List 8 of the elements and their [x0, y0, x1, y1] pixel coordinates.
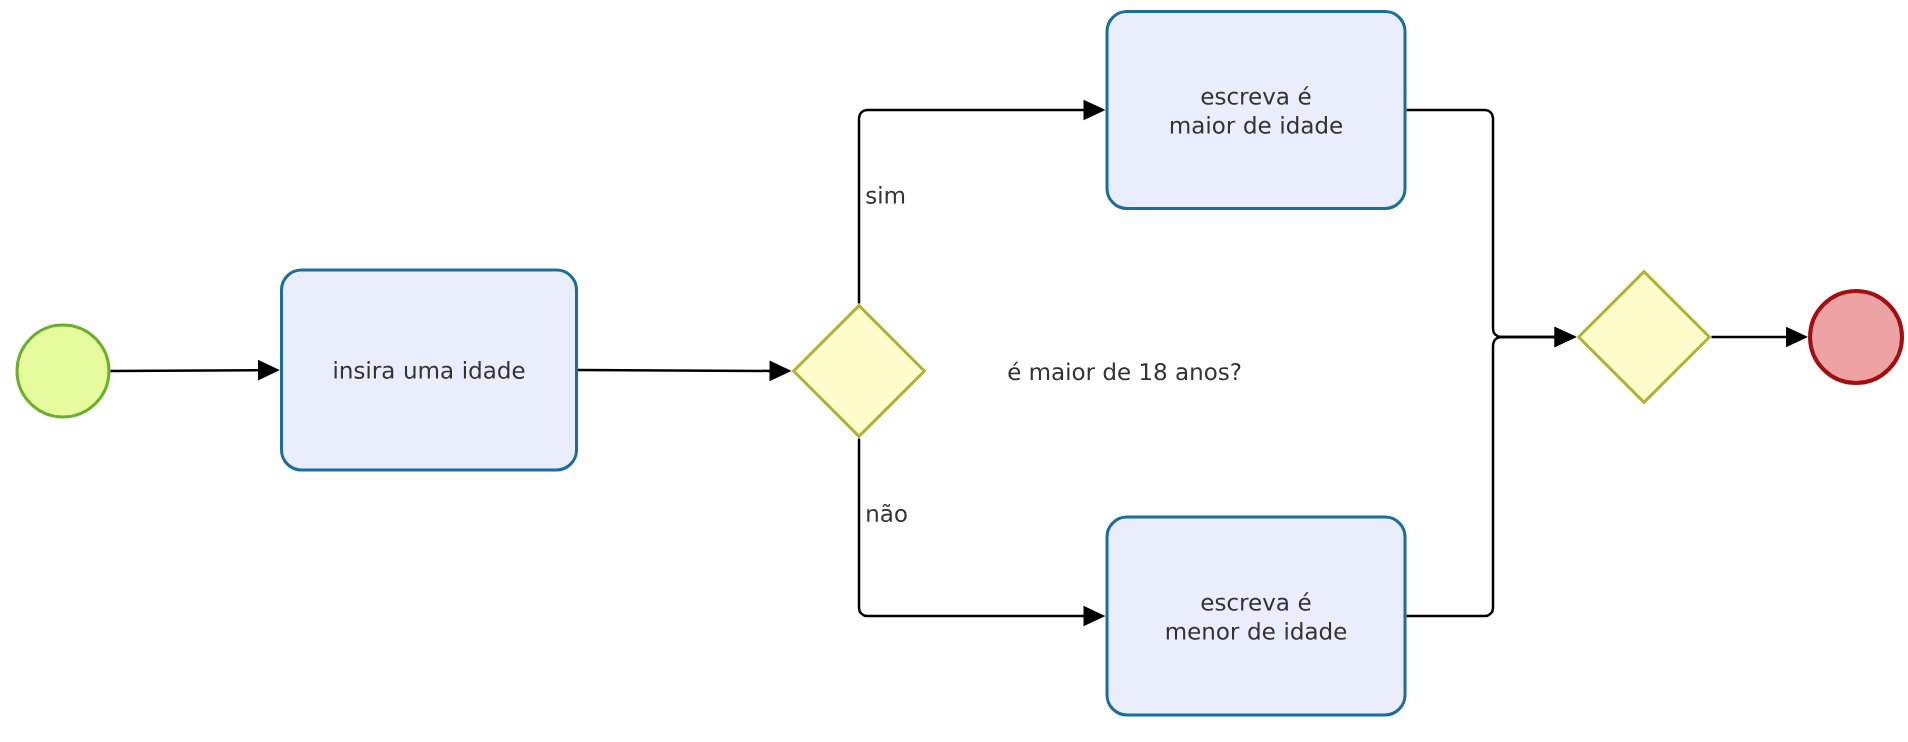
edge-label: não	[867, 503, 907, 523]
task-box: insira uma idade	[280, 268, 578, 472]
event-circle	[1808, 289, 1904, 385]
gateway-label: é maior de 18 anos?	[1008, 361, 1241, 381]
edge-label: sim	[866, 186, 905, 204]
task-box: escreva é maior de idade	[1105, 10, 1407, 210]
event-circle	[15, 323, 111, 419]
task-box: escreva é menor de idade	[1105, 515, 1407, 717]
